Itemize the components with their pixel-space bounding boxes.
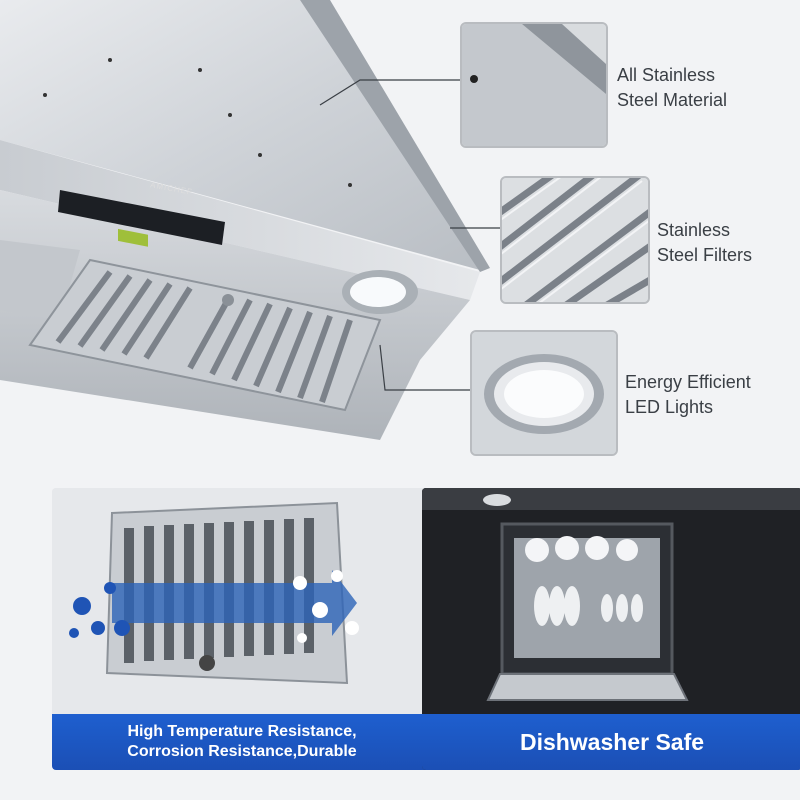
panel-dishwasher-safe: Dishwasher Safe [422, 488, 800, 770]
callout-filters-line2: Steel Filters [657, 245, 753, 265]
callout-led-label: Energy Efficient LED Lights [625, 370, 751, 420]
filter-airflow-image [52, 488, 432, 714]
heat-resistance-line2: Corrosion Resistance,Durable [127, 743, 357, 760]
filter-detail [502, 178, 648, 302]
led-light-detail [472, 332, 616, 454]
callout-filters-line1: Stainless [657, 220, 731, 240]
callout-led-image [470, 330, 618, 456]
range-hood-image [0, 0, 490, 440]
callout-led-line1: Energy Efficient [625, 372, 751, 392]
dishwasher-image [422, 488, 800, 714]
dishwasher-safe-banner: Dishwasher Safe [422, 714, 800, 770]
callout-steel-material-image [460, 22, 608, 148]
callout-steel-material-line1: All Stainless [617, 65, 716, 85]
callout-steel-material-line2: Steel Material [617, 90, 728, 110]
dishwasher-safe-text: Dishwasher Safe [519, 728, 705, 755]
callout-filters-image [500, 176, 650, 304]
callout-steel-material-label: All Stainless Steel Material [617, 63, 727, 113]
callout-filters-label: Stainless Steel Filters [657, 218, 752, 268]
panel-heat-resistance: High Temperature Resistance, Corrosion R… [52, 488, 432, 770]
heat-resistance-banner: High Temperature Resistance, Corrosion R… [52, 714, 432, 770]
heat-resistance-line1: High Temperature Resistance, [127, 723, 357, 740]
leader-lines [319, 79, 500, 391]
callout-led-line2: LED Lights [625, 397, 714, 417]
steel-corner-detail [462, 24, 606, 146]
